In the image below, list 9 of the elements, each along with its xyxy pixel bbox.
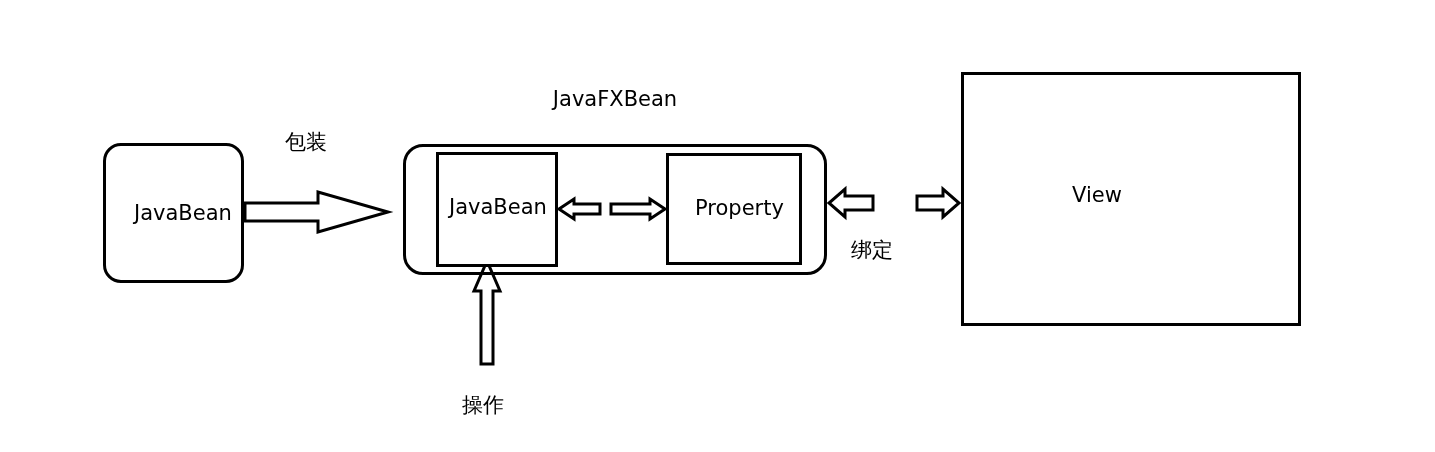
node-text: 操作 [462,393,504,419]
block-arrow [826,185,962,221]
box: JavaBean [103,143,244,283]
block-arrow [243,190,394,234]
group-title: JavaFXBean [550,87,679,113]
box: View [961,72,1301,326]
block-arrow [556,196,668,222]
box: JavaBean [436,152,558,267]
box: Property [666,153,802,265]
